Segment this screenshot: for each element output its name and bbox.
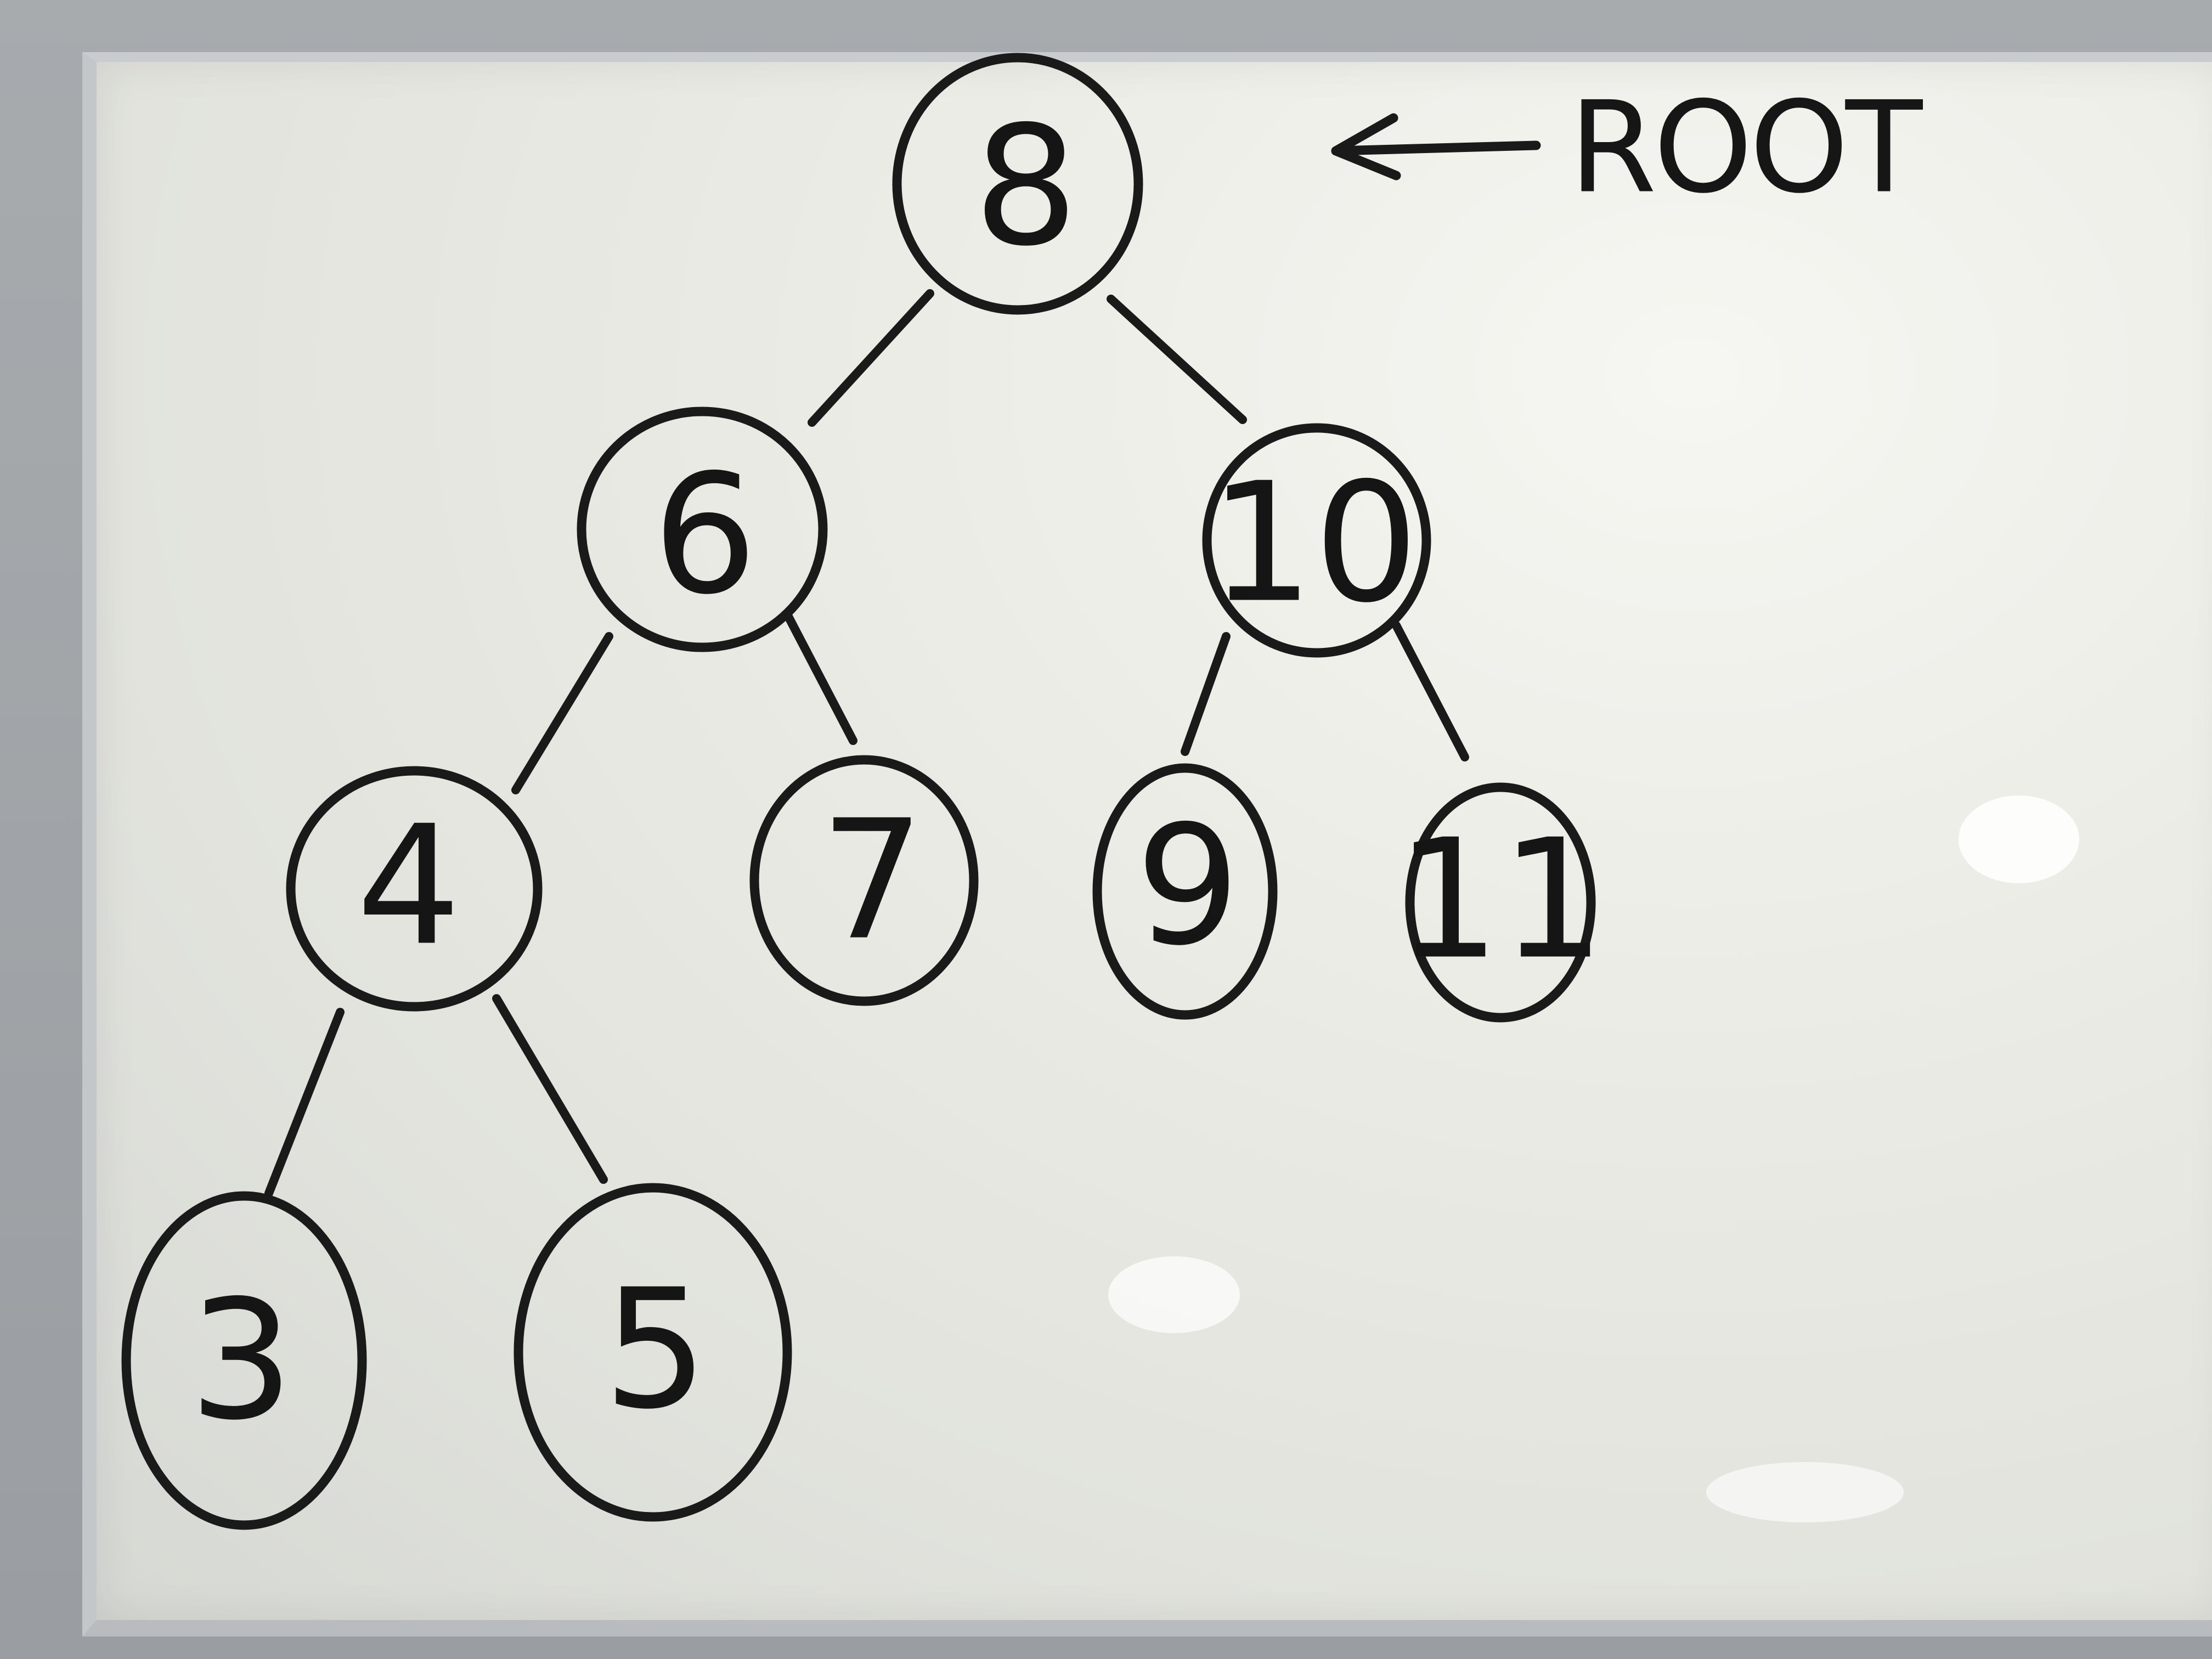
node-8-circle <box>892 53 1143 315</box>
edge-4-5 <box>492 994 608 1184</box>
node-6: 6 <box>577 407 828 652</box>
node-7-label: 7 <box>820 785 925 977</box>
glare-spot <box>1108 1256 1240 1333</box>
root-annotation: ROOT <box>1331 75 1927 222</box>
glare-spot <box>1706 1462 1904 1522</box>
node-5: 5 <box>514 1183 792 1522</box>
node-11: 11 <box>1396 782 1605 1023</box>
node-10: 10 <box>1202 423 1431 658</box>
node-5-circle <box>514 1183 792 1522</box>
edge-10-11 <box>1392 621 1469 761</box>
node-6-label: 6 <box>653 439 758 631</box>
edge-6-4 <box>511 632 613 794</box>
node-11-label: 11 <box>1396 804 1605 996</box>
whiteboard-surface <box>82 52 2212 1637</box>
root-label: ROOT <box>1569 75 1923 222</box>
node-7: 7 <box>749 755 979 1006</box>
tree-edges <box>264 289 1469 1198</box>
edge-10-9 <box>1181 632 1231 756</box>
node-3: 3 <box>121 1191 367 1530</box>
node-4: 4 <box>286 766 543 1012</box>
glare-spot <box>1959 795 2079 883</box>
edge-8-10 <box>1107 295 1247 424</box>
edge-6-7 <box>783 610 857 745</box>
node-7-circle <box>749 755 979 1006</box>
node-6-circle <box>577 407 828 652</box>
node-10-label: 10 <box>1209 448 1419 639</box>
node-3-label: 3 <box>189 1265 294 1457</box>
edge-8-6 <box>808 289 934 427</box>
node-3-circle <box>121 1191 367 1530</box>
node-11-circle <box>1405 782 1596 1023</box>
node-9-circle <box>1092 763 1278 1020</box>
left-arrow-icon <box>1331 113 1541 180</box>
node-10-circle <box>1202 423 1431 658</box>
node-4-circle <box>286 766 543 1012</box>
node-8-label: 8 <box>974 91 1079 283</box>
node-8: 8 <box>892 53 1143 315</box>
node-9: 9 <box>1092 763 1278 1020</box>
edge-4-3 <box>264 1008 345 1198</box>
node-5-label: 5 <box>603 1254 708 1446</box>
node-4-label: 4 <box>357 791 461 982</box>
node-9-label: 9 <box>1136 791 1240 982</box>
